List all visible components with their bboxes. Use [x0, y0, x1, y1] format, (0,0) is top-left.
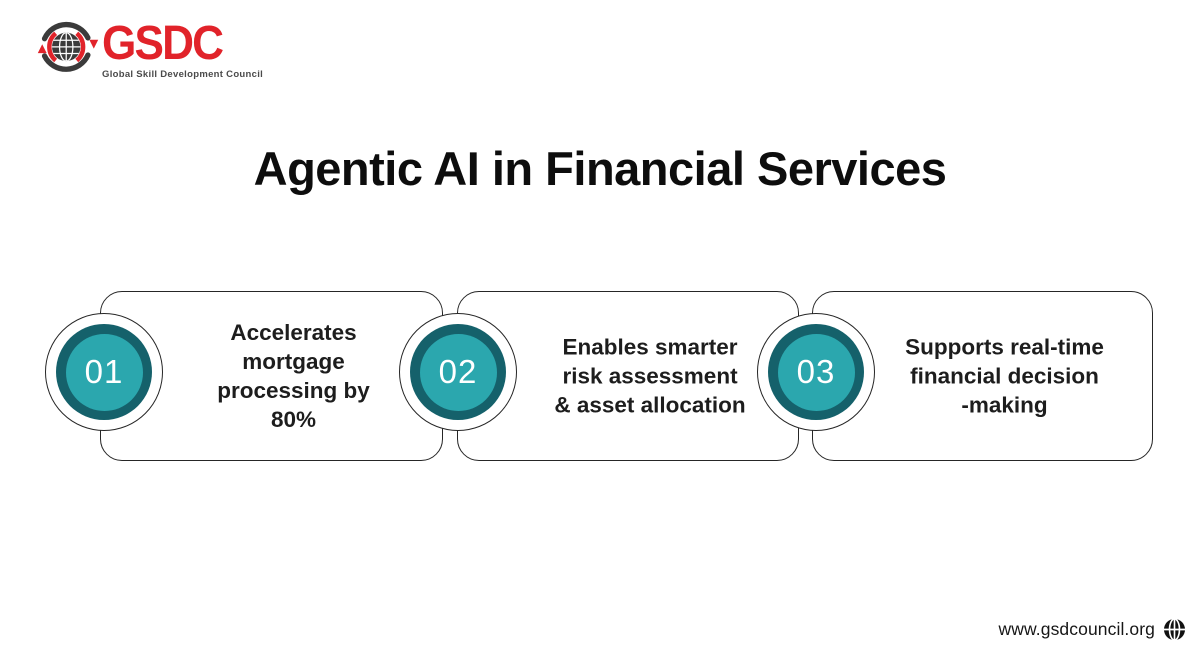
badge-ring: 03: [768, 324, 864, 420]
badge-core: 01: [65, 333, 143, 411]
brand-name: GSDC: [102, 17, 224, 70]
card-3-number: 03: [796, 353, 836, 390]
card-3-text: Supports real-time financial decision -m…: [905, 334, 1104, 418]
logo-text-block: GSDC Global Skill Development Council: [102, 17, 264, 81]
card-2-number-badge: 02: [399, 313, 517, 431]
footer-website-url: www.gsdcouncil.org: [998, 619, 1155, 639]
badge-ring: 02: [410, 324, 506, 420]
card-1-number: 01: [84, 353, 124, 390]
globe-with-arrows-icon: [37, 21, 99, 72]
globe-meridians-icon: [1163, 618, 1186, 641]
card-3: Supports real-time financial decision -m…: [812, 291, 1153, 461]
card-3-number-badge: 03: [757, 313, 875, 431]
gsdc-logo: GSDC Global Skill Development Council: [36, 12, 263, 80]
page-title: Agentic AI in Financial Services: [253, 142, 947, 195]
brand-tagline: Global Skill Development Council: [102, 69, 264, 81]
card-2-text: Enables smarter risk assessment & asset …: [554, 334, 746, 418]
card-1: Accelerates mortgage processing by 80%: [100, 291, 443, 461]
badge-core: 02: [419, 333, 497, 411]
card-1-number-badge: 01: [45, 313, 163, 431]
badge-ring: 01: [56, 324, 152, 420]
badge-core: 03: [777, 333, 855, 411]
card-2-number: 02: [438, 353, 478, 390]
card-1-text: Accelerates mortgage processing by 80%: [217, 319, 370, 433]
footer: www.gsdcouncil.org: [999, 618, 1186, 641]
